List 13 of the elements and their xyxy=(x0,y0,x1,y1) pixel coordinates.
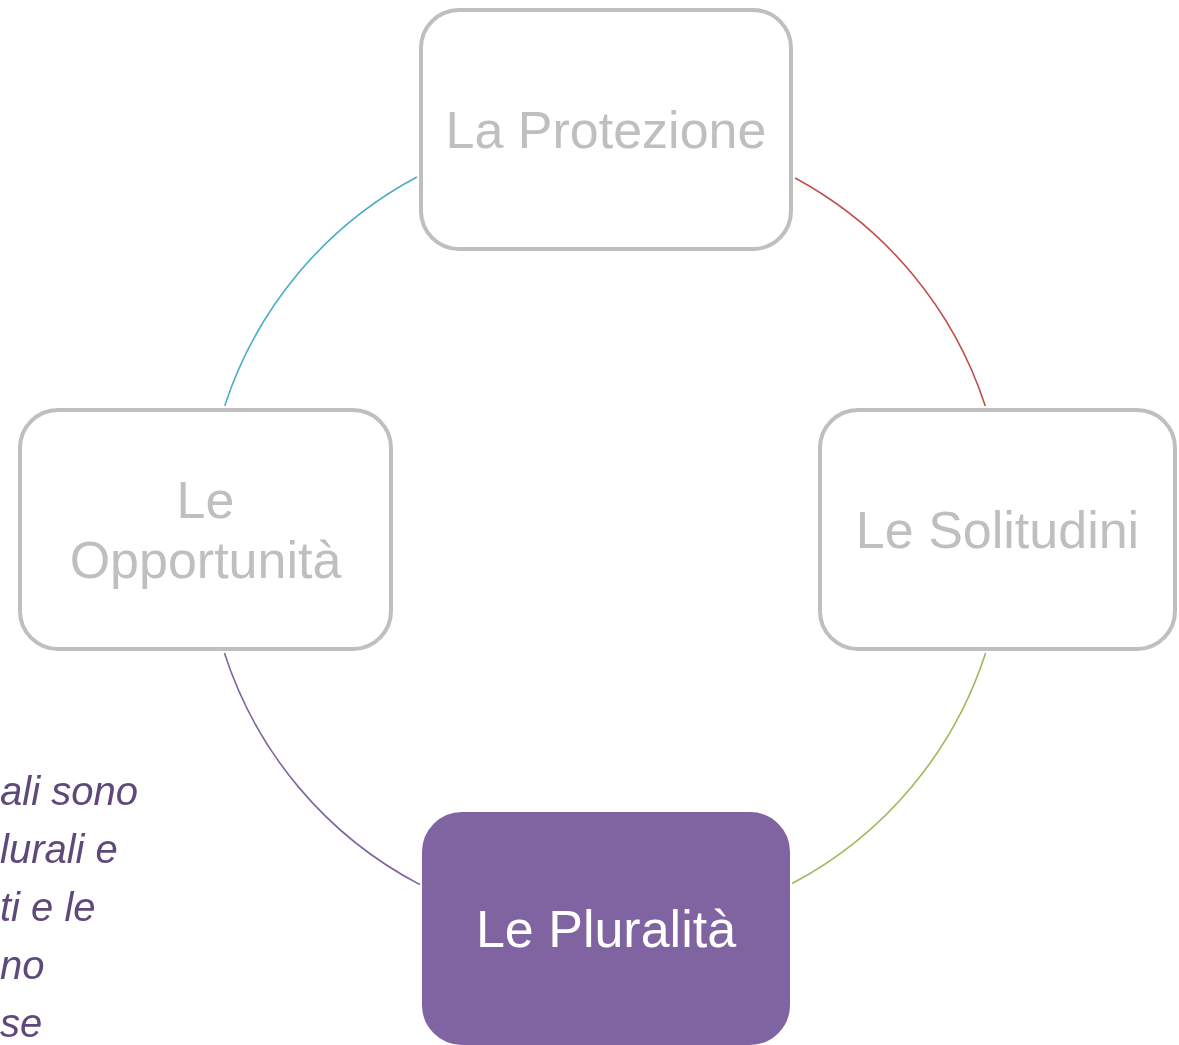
rounded-box: Le Solitudini xyxy=(818,408,1177,651)
connector-arc xyxy=(223,176,418,407)
highlighted-rounded-box: Le Pluralità xyxy=(422,812,790,1045)
italic-text: lurali e xyxy=(0,826,118,872)
connector-arc xyxy=(791,652,987,885)
italic-text: ti e le xyxy=(0,884,96,930)
italic-text: ali sono xyxy=(0,768,138,814)
italic-text: se xyxy=(0,1000,43,1045)
rounded-box: Le Opportunità xyxy=(18,408,393,651)
connector-arc xyxy=(794,177,987,407)
italic-text: no xyxy=(0,942,45,988)
rounded-box: La Protezione xyxy=(419,8,793,251)
connector-arc xyxy=(223,652,421,886)
